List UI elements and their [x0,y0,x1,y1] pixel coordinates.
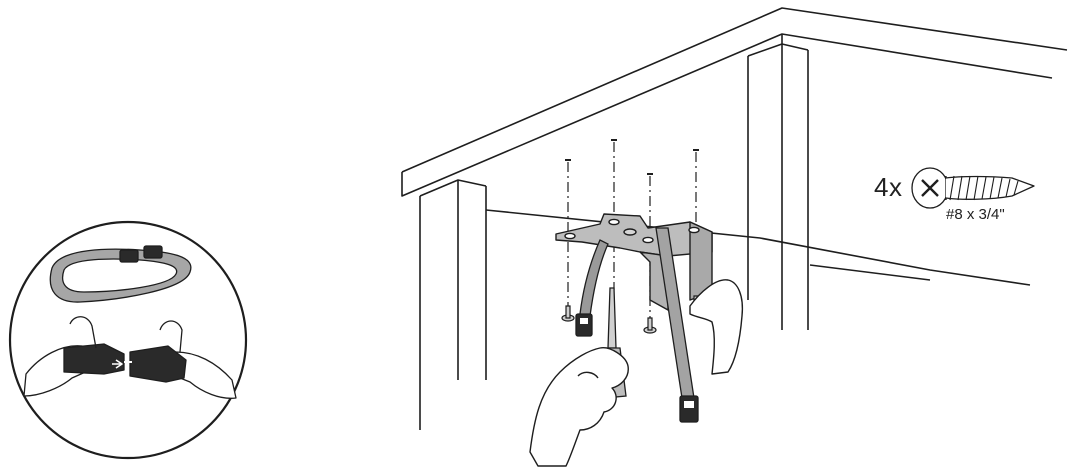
strap-right [655,227,699,423]
guide-line-caps [565,139,699,175]
buckle-male [63,343,125,375]
metal-bracket [555,213,713,311]
hand-left [529,347,629,467]
hand-right [689,279,744,375]
strap-loop [49,248,192,303]
screw-quantity-label: 4x [874,172,903,202]
phillips-pan-head-screw-icon [911,167,1035,209]
buckle-detail-inset [8,220,248,460]
buckle-female [129,345,187,383]
screw-size-label: #8 x 3/4" [946,206,1005,223]
strap-left [575,239,609,337]
